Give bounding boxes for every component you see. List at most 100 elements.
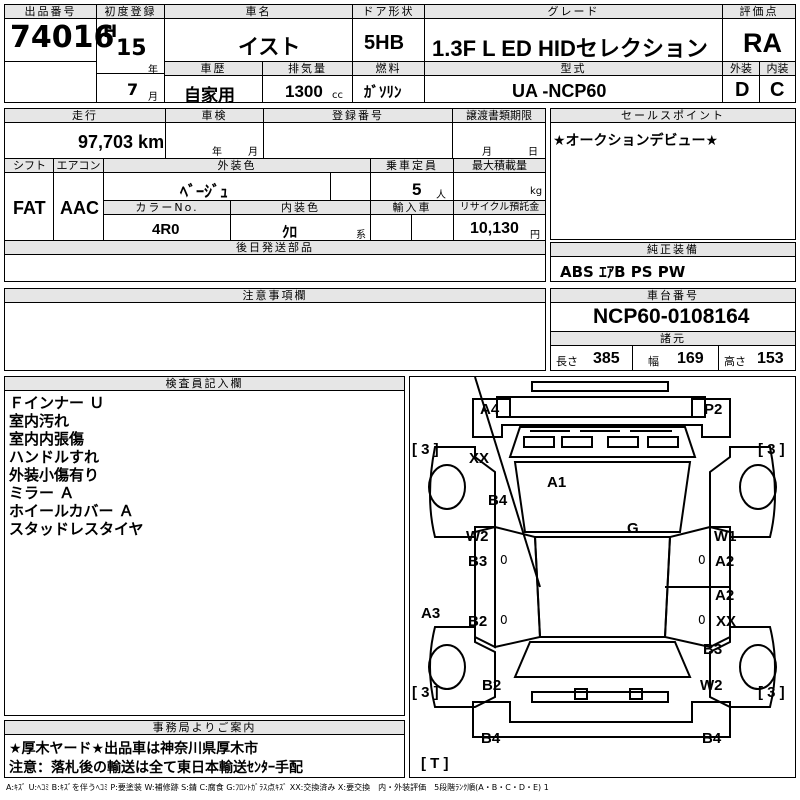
displacement-label: 排気量 [263,62,352,76]
tire-right-bottom: [ 3 ] [758,684,785,701]
chassis-section [550,288,796,371]
score-label: 評価点 [723,5,795,19]
height-value: 153 [757,350,784,367]
recycle-value: 10,130 [470,220,519,237]
diag-label-a1: A1 [547,474,567,491]
grade-value: 1.3F L ED HIDセレクション [432,36,708,61]
diag-label-g: G [627,520,639,537]
reg-year: 15 [116,36,147,61]
tire-right-top: [ 3 ] [758,441,785,458]
sales-point-section [550,108,796,240]
ac-value: AAC [60,198,99,218]
diag-label-b4-3: B4 [702,730,722,747]
inspector-item-6: ミラー Ａ [9,484,75,502]
notes-label: 注意事項欄 [5,289,545,303]
tire-spare: [ T ] [421,755,449,772]
notes-section [4,288,546,371]
diag-zero-3: 0 [500,613,508,627]
inspector-item-2: 室内汚れ [9,412,70,430]
sales-point-label: セールスポイント [551,109,795,123]
first-reg-label: 初度登録 [97,5,164,19]
inspector-label: 検査員記入欄 [5,377,404,391]
mileage-value: 97,703 km [78,132,165,152]
interior-color-value: ｸﾛ [282,223,298,241]
inspector-item-5: 外装小傷有り [9,466,100,484]
diag-label-w1: W1 [714,528,737,545]
height-label: 高さ [724,355,746,368]
model-value: UA -NCP60 [512,81,607,101]
lot-no-label: 出品番号 [5,5,96,19]
inspector-item-7: ホイールカバー Ａ [9,502,134,520]
diag-label-a2-2: A2 [715,587,735,604]
diag-label-w2-2: W2 [700,677,723,694]
office-line-2: 注意：落札後の輸送は全て東日本輸送ｾﾝﾀｰ手配 [9,760,303,776]
diag-label-b2-2: B2 [482,677,502,694]
tire-left-bottom: [ 3 ] [412,684,439,701]
diag-label-b3-2: B3 [703,641,723,658]
history-label: 車歴 [165,62,262,76]
displacement-unit: cc [332,90,343,101]
details-section [4,108,546,282]
dims-label: 諸元 [551,332,795,346]
score-value: RA [743,28,782,58]
transfer-day: 日 [528,147,538,158]
int-grade-label: 内装 [760,62,795,76]
era-letter: H [103,22,118,42]
tire-left-top: [ 3 ] [412,441,439,458]
diag-label-a4: A4 [480,401,500,418]
capacity-label: 乗車定員 [371,159,453,173]
import-label: 輸入車 [371,201,453,215]
width-label: 幅 [648,355,659,368]
shift-value: FAT [13,198,46,218]
fuel-label: 燃料 [353,62,424,76]
shift-label: シフト [5,159,53,173]
inspector-item-4: ハンドルすれ [9,448,100,466]
diag-label-a2-1: A2 [715,553,735,570]
inspection-label: 車検 [166,109,263,123]
color-label: 外装色 [104,159,370,173]
model-label: 型式 [425,62,722,76]
equipment-label: 純正装備 [551,243,795,257]
recycle-unit: 円 [530,230,540,241]
inspector-item-3: 室内内張傷 [9,430,85,448]
interior-color-unit: 系 [356,230,366,241]
equipment-section [550,242,796,282]
color-no-label: カラーNo. [104,201,230,215]
diag-label-xx-2: XX [716,613,737,630]
mileage-label: 走行 [5,109,165,123]
inspector-item-1: Ｆインナー Ｕ [9,394,105,412]
legend-text: A:ｷｽﾞ U:ﾍｺﾐ B:ｷｽﾞを伴うﾍｺﾐ P:要塗装 W:補修跡 S:錆 … [6,783,549,792]
diag-zero-4: 0 [698,613,706,627]
diag-label-b2-1: B2 [468,613,488,630]
header-section [4,4,796,103]
capacity-unit: 人 [436,190,446,201]
history-value: 自家用 [184,86,235,106]
reg-no-label: 登録番号 [264,109,452,123]
diag-label-b3-1: B3 [468,553,488,570]
length-label: 長さ [556,355,578,368]
inspector-section [4,376,405,716]
car-diagram [409,376,796,778]
width-value: 169 [677,350,704,367]
inspection-month: 月 [248,147,258,158]
door-type: 5HB [364,32,405,54]
reg-year-unit: 年 [148,65,158,76]
diag-zero-1: 0 [500,553,508,567]
diag-label-b4-1: B4 [488,492,508,509]
reg-month: 7 [127,80,139,99]
diag-label-a3: A3 [421,605,441,622]
office-section [4,720,405,778]
max-load-label: 最大積載量 [454,159,545,173]
color-value: ﾍﾞｰｼﾞｭ [180,182,229,201]
later-parts-label: 後日発送部品 [5,241,545,255]
office-label: 事務局よりご案内 [5,721,404,735]
grade-label: グレード [425,5,722,19]
car-name-label: 車名 [165,5,352,19]
diag-label-b4-2: B4 [481,730,501,747]
inspection-year: 年 [212,147,222,158]
color-no-value: 4R0 [152,221,180,238]
max-load-unit: kg [530,186,543,197]
inspector-item-8: スタッドレスタイヤ [9,520,144,538]
diag-label-xx-1: XX [469,450,490,467]
car-name: イスト [238,35,301,59]
